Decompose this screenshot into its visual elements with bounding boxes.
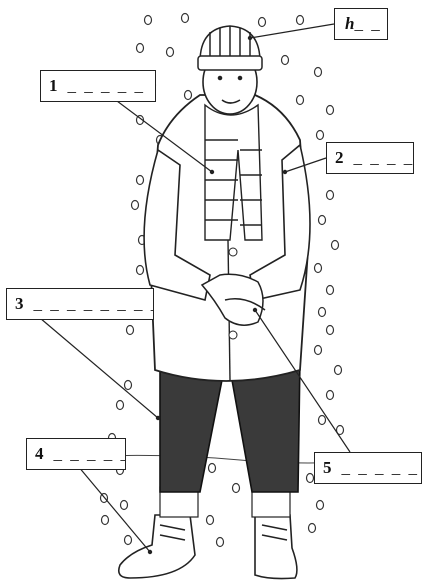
snowflake <box>297 16 304 25</box>
snowflake <box>207 516 214 525</box>
label-4: 4 _ _ _ _ _ <box>26 438 126 470</box>
snowflake <box>102 516 109 525</box>
label-2: 2 _ _ _ _ <box>326 142 414 174</box>
snowflake <box>145 16 152 25</box>
hat-blank: _ _ <box>354 14 381 34</box>
label-5-blank: _ _ _ _ _ _ <box>342 458 423 478</box>
snowflake <box>137 44 144 53</box>
label-2-blank: _ _ _ _ <box>354 148 415 168</box>
snowflake <box>117 401 124 410</box>
snowflake <box>125 381 132 390</box>
snowflake <box>315 68 322 77</box>
snowflake <box>127 326 134 335</box>
label-5: 5 _ _ _ _ _ _ <box>314 452 422 484</box>
label-1: 1 _ _ _ _ _ <box>40 70 156 102</box>
snowflake <box>315 264 322 273</box>
snowflake <box>167 48 174 57</box>
label-2-number: 2 <box>335 148 344 168</box>
snowflake <box>137 266 144 275</box>
label-hat: h _ _ <box>334 8 388 40</box>
snowflake <box>182 14 189 23</box>
label-4-number: 4 <box>35 444 44 464</box>
snowflake <box>319 416 326 425</box>
label-1-blank: _ _ _ _ _ <box>68 76 146 96</box>
label-5-number: 5 <box>323 458 332 478</box>
snowflake <box>335 366 342 375</box>
snowflake <box>217 538 224 547</box>
snowflake <box>327 326 334 335</box>
snowflake <box>137 176 144 185</box>
snowflake <box>282 56 289 65</box>
hat <box>198 26 262 70</box>
snowflake <box>315 346 322 355</box>
snowflake <box>309 524 316 533</box>
snowflake <box>319 308 326 317</box>
snowflake <box>297 96 304 105</box>
snowflake <box>307 474 314 483</box>
snowflake <box>332 241 339 250</box>
snowflake <box>327 286 334 295</box>
snowflake <box>327 191 334 200</box>
snowflake <box>185 91 192 100</box>
snowflake <box>121 501 128 510</box>
snowflake <box>209 464 216 473</box>
label-3: 3 _ _ _ _ _ _ _ _ <box>6 288 154 320</box>
snowflake <box>319 216 326 225</box>
snowflake <box>259 18 266 27</box>
snowflake <box>327 391 334 400</box>
snowflake <box>132 201 139 210</box>
label-1-number: 1 <box>49 76 58 96</box>
label-4-blank: _ _ _ _ _ <box>54 444 127 464</box>
snowflake <box>125 536 132 545</box>
label-3-blank: _ _ _ _ _ _ _ _ <box>34 294 155 314</box>
snowflake <box>317 501 324 510</box>
snowflake <box>317 131 324 140</box>
snowflake <box>233 484 240 493</box>
snowflake <box>327 106 334 115</box>
label-3-number: 3 <box>15 294 24 314</box>
